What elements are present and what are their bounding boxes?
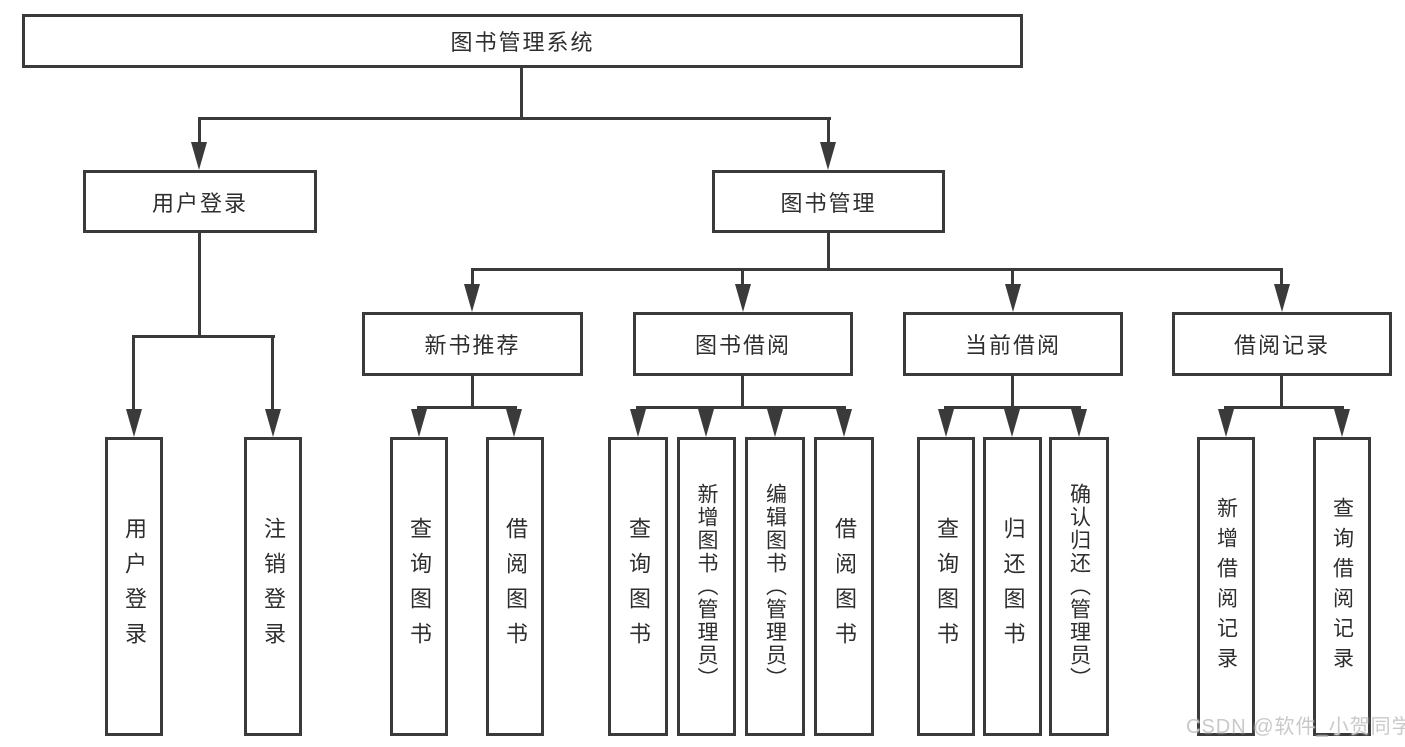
leaf-user-login-label: 用户登录 — [122, 516, 147, 657]
connector-root-stem — [520, 68, 523, 118]
arrowhead-new-books — [464, 284, 480, 312]
node-library-management-system-label: 图书管理系统 — [450, 30, 595, 55]
leaf-bb-edit-books-admin: 编辑图书（管理员） — [745, 437, 805, 736]
leaf-bb-query-books-label: 查询图书 — [626, 516, 651, 657]
arrowhead-bb-query — [630, 409, 646, 437]
leaf-bb-add-books-admin: 新增图书（管理员） — [677, 437, 736, 736]
connector-drop-book-mgmt — [827, 117, 830, 145]
arrowhead-book-mgmt — [820, 142, 836, 170]
leaf-logout-label: 注销登录 — [261, 516, 286, 657]
leaf-bb-borrow-books: 借阅图书 — [814, 437, 874, 736]
connector-level3-rail — [471, 268, 1283, 271]
leaf-br-add-record-label: 新增借阅记录 — [1214, 496, 1238, 677]
arrowhead-borrow-records — [1274, 284, 1290, 312]
connector-drop-current-borrow — [1011, 270, 1014, 286]
connector-book-borrow-stem — [741, 376, 744, 407]
connector-drop-logout-leaf — [271, 337, 274, 411]
leaf-bb-edit-books-admin-label: 编辑图书（管理员） — [763, 483, 787, 690]
connector-drop-borrow-records — [1280, 270, 1283, 286]
connector-borrow-records-stem — [1280, 376, 1283, 407]
csdn-watermark: CSDN @软件_小贺同学 — [1186, 716, 1405, 738]
leaf-cb-confirm-return-admin: 确认归还（管理员） — [1049, 437, 1109, 736]
node-book-borrow-label: 图书借阅 — [694, 333, 791, 358]
leaf-nb-borrow-books-label: 借阅图书 — [503, 516, 528, 657]
node-borrow-records: 借阅记录 — [1172, 312, 1392, 376]
leaf-bb-borrow-books-label: 借阅图书 — [832, 516, 857, 657]
arrowhead-logout-leaf — [265, 409, 281, 437]
connector-user-login-stem — [198, 233, 201, 337]
leaf-nb-borrow-books: 借阅图书 — [486, 437, 544, 736]
connector-current-borrow-stem — [1011, 376, 1014, 407]
arrowhead-bb-edit — [767, 409, 783, 437]
node-book-borrow: 图书借阅 — [633, 312, 853, 376]
leaf-nb-query-books-label: 查询图书 — [407, 516, 432, 657]
node-new-book-recommend: 新书推荐 — [362, 312, 583, 376]
connector-book-borrow-rail — [636, 406, 846, 409]
leaf-cb-confirm-return-admin-label: 确认归还（管理员） — [1067, 483, 1091, 690]
connector-drop-login-leaf — [132, 337, 135, 411]
arrowhead-cb-return — [1004, 409, 1020, 437]
arrowhead-current-borrow — [1005, 284, 1021, 312]
connector-drop-book-borrow — [741, 270, 744, 286]
node-current-borrow: 当前借阅 — [903, 312, 1123, 376]
leaf-cb-query-books-label: 查询图书 — [934, 516, 959, 657]
connector-level2-rail — [198, 117, 831, 120]
node-borrow-records-label: 借阅记录 — [1233, 333, 1330, 358]
leaf-nb-query-books: 查询图书 — [390, 437, 448, 736]
node-new-book-recommend-label: 新书推荐 — [424, 333, 521, 358]
arrowhead-nb-borrow — [506, 409, 522, 437]
leaf-br-query-record: 查询借阅记录 — [1313, 437, 1371, 736]
leaf-cb-query-books: 查询图书 — [917, 437, 975, 736]
node-library-management-system: 图书管理系统 — [22, 14, 1023, 68]
leaf-cb-return-books: 归还图书 — [983, 437, 1042, 736]
connector-user-login-rail — [132, 335, 275, 338]
connector-drop-new-books — [471, 270, 474, 286]
leaf-bb-add-books-admin-label: 新增图书（管理员） — [695, 483, 718, 690]
arrowhead-nb-query — [411, 409, 427, 437]
node-current-borrow-label: 当前借阅 — [964, 333, 1061, 358]
connector-new-books-stem — [471, 376, 474, 407]
arrowhead-cb-query — [938, 409, 954, 437]
connector-borrow-records-rail — [1224, 406, 1344, 409]
arrowhead-user-login — [191, 142, 207, 170]
connector-book-mgmt-stem — [827, 233, 830, 270]
arrowhead-br-query — [1334, 409, 1350, 437]
connector-current-borrow-rail — [944, 406, 1081, 409]
node-user-login-label: 用户登录 — [151, 190, 248, 216]
arrowhead-bb-add — [698, 409, 714, 437]
node-book-management-label: 图书管理 — [780, 190, 877, 216]
leaf-cb-return-books-label: 归还图书 — [1000, 516, 1026, 657]
node-user-login: 用户登录 — [83, 170, 317, 233]
leaf-br-query-record-label: 查询借阅记录 — [1330, 496, 1354, 677]
leaf-user-login: 用户登录 — [105, 437, 163, 736]
node-book-management: 图书管理 — [712, 170, 945, 233]
arrowhead-bb-borrow — [836, 409, 852, 437]
arrowhead-login-leaf — [126, 409, 142, 437]
leaf-bb-query-books: 查询图书 — [608, 437, 668, 736]
connector-drop-user-login — [198, 117, 201, 145]
arrowhead-cb-confirm — [1071, 409, 1087, 437]
arrowhead-book-borrow — [735, 284, 751, 312]
leaf-logout: 注销登录 — [244, 437, 302, 736]
leaf-br-add-record: 新增借阅记录 — [1197, 437, 1255, 736]
connector-new-books-rail — [417, 406, 517, 409]
arrowhead-br-add — [1218, 409, 1234, 437]
